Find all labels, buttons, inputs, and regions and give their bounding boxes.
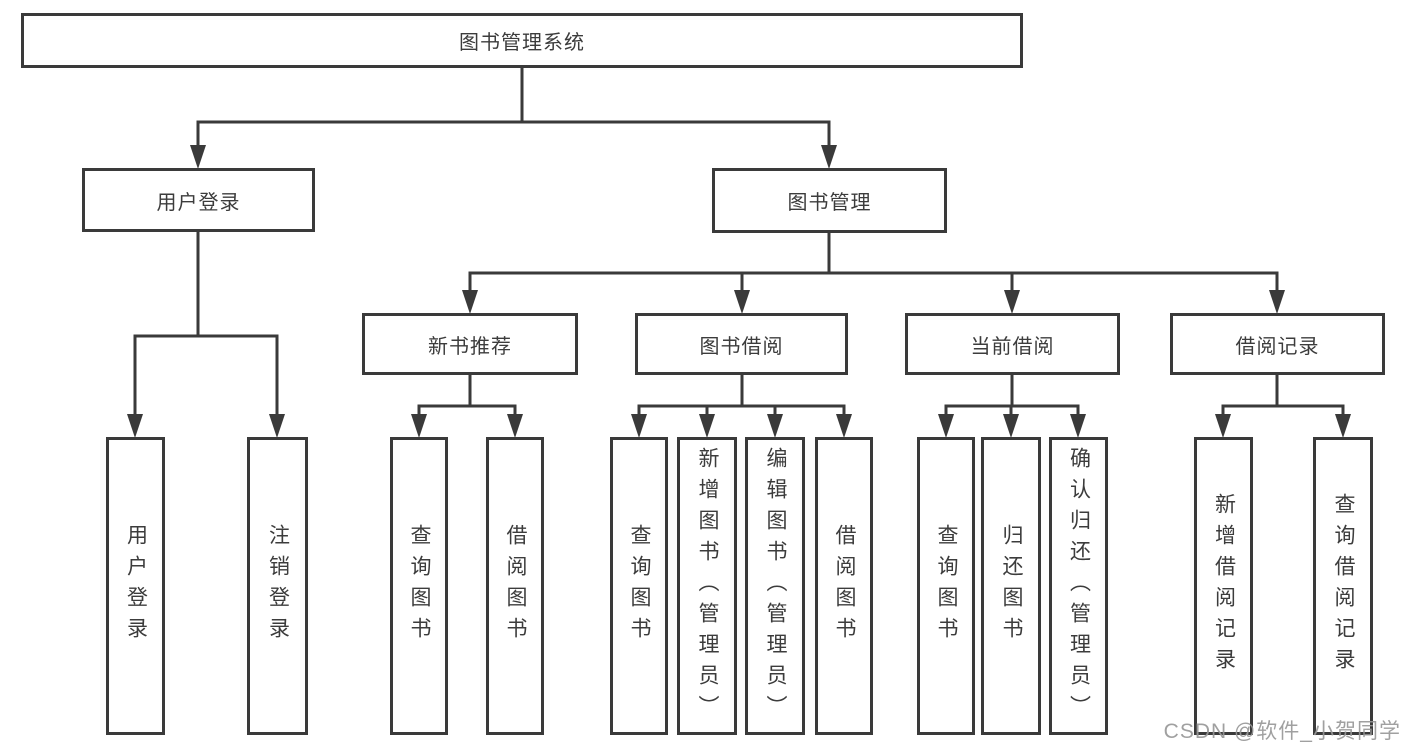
leaf-add-borrow-record-label: 新增借阅记录 <box>1212 493 1236 679</box>
leaf-query-books-2: 查询图书 <box>610 437 668 735</box>
leaf-add-borrow-record: 新增借阅记录 <box>1194 437 1253 735</box>
node-book-management-label: 图书管理 <box>787 192 872 214</box>
node-user-login: 用户登录 <box>82 168 315 232</box>
arrow-down-icon <box>938 414 954 438</box>
node-book-management: 图书管理 <box>712 168 947 233</box>
arrow-down-icon <box>821 145 837 169</box>
arrow-down-icon <box>1070 414 1086 438</box>
leaf-borrow-books-1: 借阅图书 <box>486 437 544 735</box>
node-current-borrowing: 当前借阅 <box>905 313 1120 375</box>
arrow-down-icon <box>507 414 523 438</box>
arrow-down-icon <box>1003 414 1019 438</box>
leaf-user-login-label: 用户登录 <box>124 524 148 648</box>
node-root-label: 图书管理系统 <box>459 32 585 54</box>
leaf-logout: 注销登录 <box>247 437 308 735</box>
node-book-borrowing: 图书借阅 <box>635 313 848 375</box>
leaf-return-books-label: 归还图书 <box>1000 524 1023 648</box>
leaf-edit-books-admin: 编辑图书（管理员） <box>745 437 805 735</box>
csdn-watermark: CSDN @软件_小贺同学 <box>1163 720 1401 743</box>
leaf-query-books-2-label: 查询图书 <box>628 524 651 648</box>
arrow-down-icon <box>767 414 783 438</box>
node-current-borrowing-label: 当前借阅 <box>970 335 1055 358</box>
leaf-borrow-books-1-label: 借阅图书 <box>504 524 527 648</box>
leaf-query-books-1: 查询图书 <box>390 437 448 735</box>
arrow-down-icon <box>127 414 143 438</box>
leaf-confirm-return-admin-label: 确认归还（管理员） <box>1067 446 1091 726</box>
leaf-borrow-books-2-label: 借阅图书 <box>833 524 856 648</box>
arrow-down-icon <box>1215 414 1231 438</box>
leaf-query-borrow-record-label: 查询借阅记录 <box>1332 493 1355 679</box>
leaf-confirm-return-admin: 确认归还（管理员） <box>1049 437 1108 735</box>
arrow-down-icon <box>1335 414 1351 438</box>
node-borrowing-records: 借阅记录 <box>1170 313 1385 375</box>
leaf-add-books-admin-label: 新增图书（管理员） <box>696 446 719 726</box>
node-new-book-recommend-label: 新书推荐 <box>428 335 512 358</box>
leaf-return-books: 归还图书 <box>981 437 1041 735</box>
node-user-login-label: 用户登录 <box>156 191 241 214</box>
node-new-book-recommend: 新书推荐 <box>362 313 578 375</box>
node-root: 图书管理系统 <box>21 13 1023 68</box>
leaf-borrow-books-2: 借阅图书 <box>815 437 873 735</box>
arrow-down-icon <box>734 290 750 314</box>
arrow-down-icon <box>1269 290 1285 314</box>
node-book-borrowing-label: 图书借阅 <box>699 335 784 358</box>
arrow-down-icon <box>631 414 647 438</box>
leaf-query-books-3-label: 查询图书 <box>935 524 958 648</box>
leaf-query-books-3: 查询图书 <box>917 437 975 735</box>
leaf-query-borrow-record: 查询借阅记录 <box>1313 437 1373 735</box>
arrow-down-icon <box>462 290 478 314</box>
arrowheads <box>127 145 1351 438</box>
leaf-user-login: 用户登录 <box>106 437 165 735</box>
leaf-add-books-admin: 新增图书（管理员） <box>677 437 737 735</box>
arrow-down-icon <box>836 414 852 438</box>
arrow-down-icon <box>190 145 206 169</box>
leaf-logout-label: 注销登录 <box>266 524 290 648</box>
arrow-down-icon <box>699 414 715 438</box>
node-borrowing-records-label: 借阅记录 <box>1235 335 1320 358</box>
arrow-down-icon <box>411 414 427 438</box>
arrow-down-icon <box>1004 290 1020 314</box>
leaf-edit-books-admin-label: 编辑图书（管理员） <box>764 446 787 726</box>
leaf-query-books-1-label: 查询图书 <box>408 524 431 648</box>
arrow-down-icon <box>269 414 285 438</box>
